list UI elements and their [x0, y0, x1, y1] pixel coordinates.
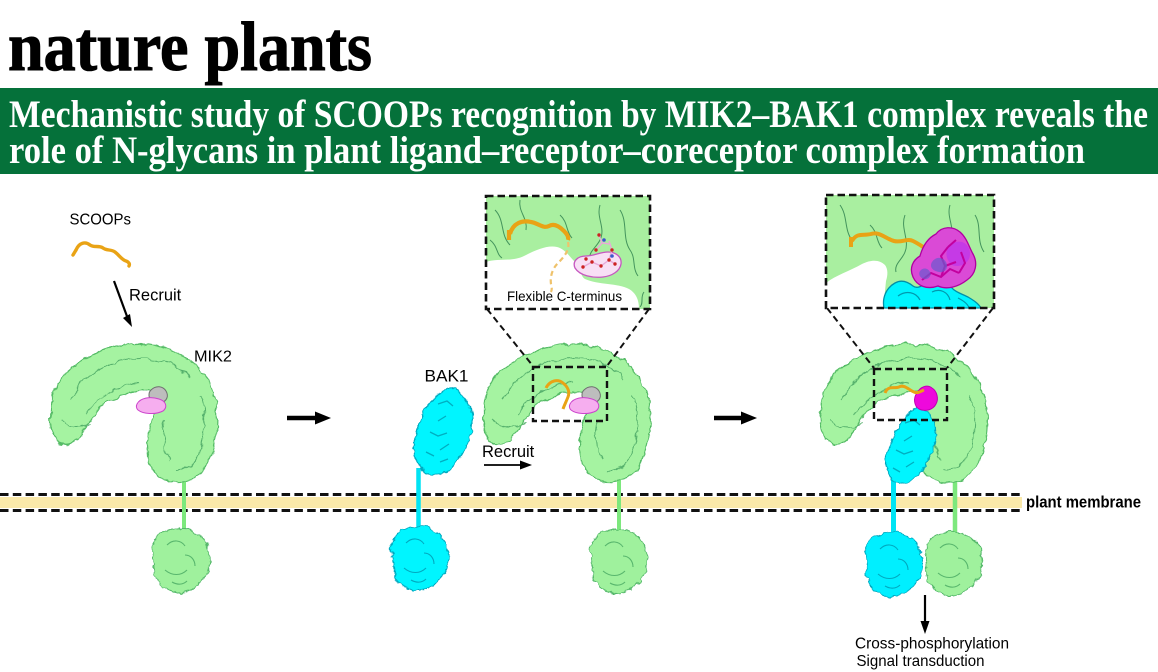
svg-text:BAK1: BAK1	[425, 367, 469, 385]
svg-text:Signal transduction: Signal transduction	[857, 653, 985, 670]
svg-text:plant membrane: plant membrane	[1026, 494, 1141, 512]
svg-text:SCOOPs: SCOOPs	[70, 212, 132, 229]
svg-text:Cross-phosphorylation: Cross-phosphorylation	[855, 636, 1009, 653]
svg-text:Flexible C-terminus: Flexible C-terminus	[507, 288, 622, 304]
svg-text:Recruit: Recruit	[482, 443, 535, 461]
svg-text:Mechanistic study of SCOOPs re: Mechanistic study of SCOOPs recognition …	[9, 93, 1148, 136]
svg-text:role of N-glycans in plant lig: role of N-glycans in plant ligand–recept…	[9, 129, 1085, 172]
svg-text:Recruit: Recruit	[129, 287, 182, 305]
svg-text:MIK2: MIK2	[194, 349, 232, 366]
svg-text:nature plants: nature plants	[8, 9, 372, 86]
